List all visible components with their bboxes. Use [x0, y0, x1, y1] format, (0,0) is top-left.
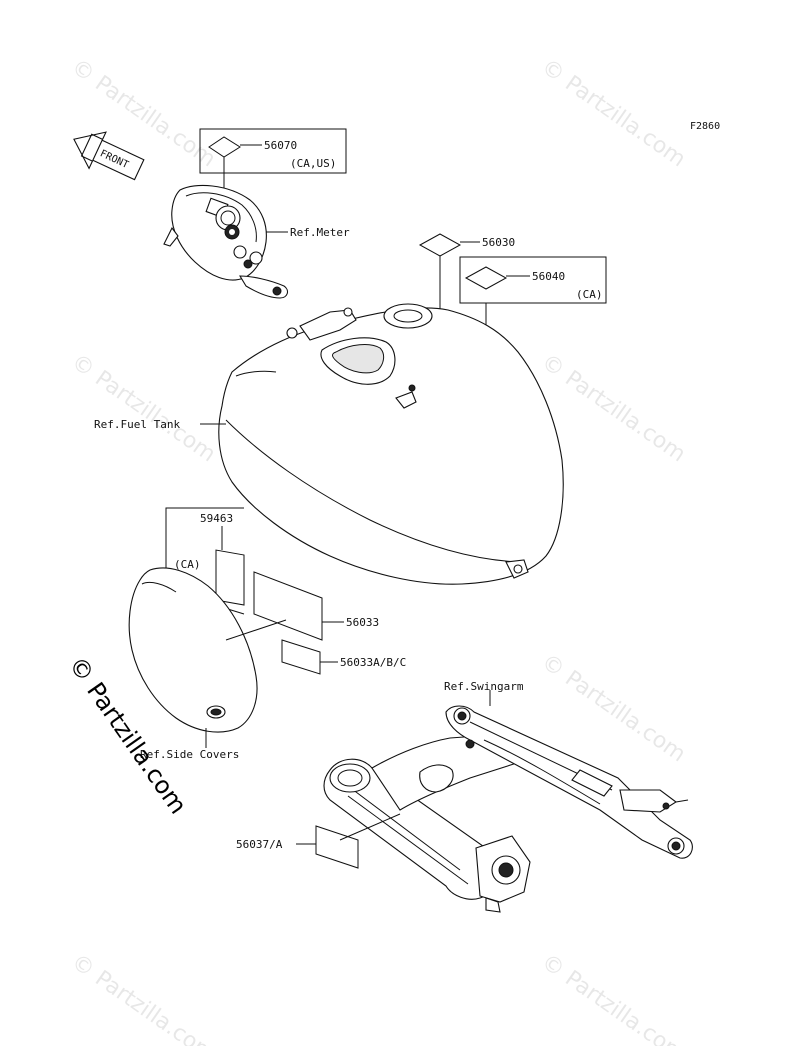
callout-56040: 56040 (CA): [459, 256, 607, 358]
part-number: 56037/A: [236, 838, 283, 851]
part-number: 56033: [346, 616, 379, 629]
watermark: © Partzilla.com: [67, 54, 220, 172]
reference-label: Ref.Side Covers: [140, 748, 239, 761]
callout-56033: 56033: [225, 571, 379, 641]
watermark: © Partzilla.com: [537, 649, 690, 767]
swingarm: Ref.Swingarm: [323, 680, 693, 913]
figure-id: F2860: [690, 121, 720, 132]
part-note: (CA,US): [290, 157, 336, 170]
watermark: © Partzilla.com: [537, 949, 690, 1046]
sticker-56040: [464, 266, 508, 290]
reference-label: Ref.Fuel Tank: [94, 418, 180, 431]
part-number: 56033A/B/C: [340, 656, 406, 669]
callout-56033abc: 56033A/B/C: [281, 639, 406, 675]
callout-56070: 56070 (CA,US): [199, 128, 347, 215]
callout-56037a: 56037/A: [236, 813, 401, 869]
sticker-56037a: [315, 825, 359, 869]
part-number: 56070: [264, 139, 297, 152]
part-note: (CA): [576, 288, 603, 301]
reference-label: Ref.Meter: [290, 226, 350, 239]
part-number: 59463: [200, 512, 233, 525]
part-note: (CA): [174, 558, 201, 571]
watermark: © Partzilla.com: [67, 349, 220, 467]
watermark: © Partzilla.com: [537, 54, 690, 172]
sticker-56033: [253, 571, 323, 641]
front-arrow-icon: FRONT: [73, 131, 145, 181]
sticker-56033abc: [281, 639, 321, 675]
reference-label: Ref.Swingarm: [444, 680, 524, 693]
fuel-tank: Ref.Fuel Tank: [94, 303, 564, 585]
sticker-56030: [418, 233, 462, 257]
sticker-56070: [208, 136, 241, 158]
side-cover: Ref.Side Covers: [128, 567, 258, 761]
watermark: © Partzilla.com: [67, 949, 220, 1046]
meter-assembly: Ref.Meter: [163, 184, 350, 299]
part-number: 56040: [532, 270, 565, 283]
part-number: 56030: [482, 236, 515, 249]
sticker-59463: [215, 549, 245, 606]
